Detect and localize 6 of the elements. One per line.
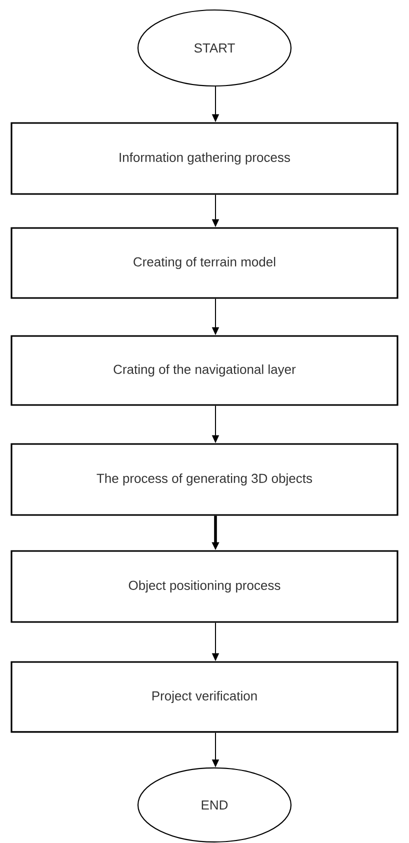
process-box: Information gathering process (10, 122, 398, 195)
process-box: Object positioning process (10, 550, 398, 623)
process-box: Creating of terrain model (10, 227, 398, 299)
process-box: Project verification (10, 661, 398, 733)
process-box: Crating of the navigational layer (10, 335, 398, 406)
process-box: The process of generating 3D objects (10, 443, 398, 516)
